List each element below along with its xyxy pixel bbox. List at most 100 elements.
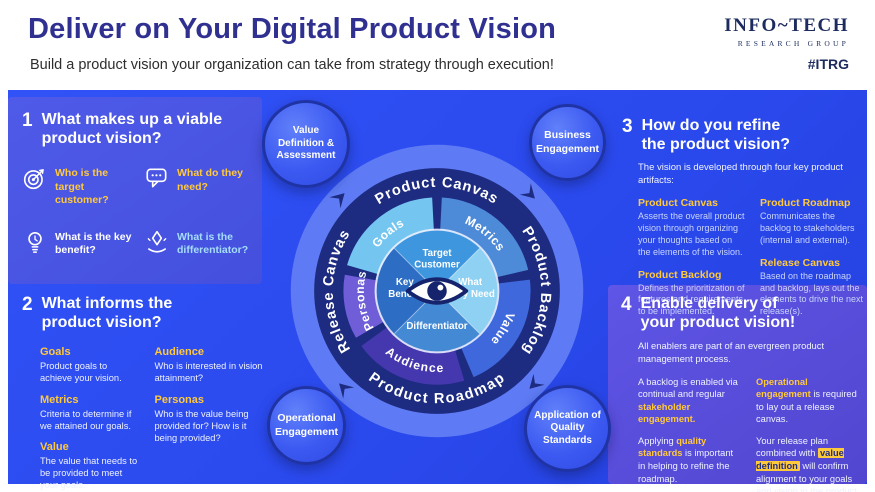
badge-label: Application of Quality Standards — [534, 409, 601, 446]
enabler-quality: Applying quality standards is important … — [638, 435, 742, 485]
vision-items: Who is the target customer? What do they… — [22, 165, 258, 257]
logo-subname: RESEARCH GROUP — [737, 39, 849, 48]
segment-goals — [347, 197, 435, 275]
artifact-product-backlog-desc: Defines the prioritization of features a… — [638, 282, 745, 317]
term-value: Value — [40, 440, 69, 453]
informs-ring — [343, 197, 531, 385]
section-4-column-2: Operational engagement is required to la… — [756, 376, 860, 492]
section1-panel — [8, 97, 262, 284]
infotech-logo: INFO~TECH RESEARCH GROUP #ITRG — [724, 15, 849, 72]
flow-arrow-icon — [339, 383, 355, 399]
badge-label: Business Engagement — [536, 129, 600, 155]
section-4-column-1: A backlog is enabled via continual and r… — [638, 376, 742, 492]
enabler-operational-post: is required to lay out a release canvas. — [756, 389, 857, 425]
hub-label-target: Target — [422, 248, 452, 259]
enabler-quality-post: is important in helping to refine the ro… — [638, 448, 734, 484]
hub-label-they-need: They Need — [445, 289, 494, 300]
artifact-product-roadmap: Product Roadmap — [760, 197, 851, 209]
section-1: 1 What makes up a viable product vision?… — [22, 110, 258, 257]
section-1-heading: What makes up a viable product vision? — [41, 111, 223, 148]
term-metrics: Metrics — [40, 393, 79, 406]
section-2-column-1: Goals Product goals to achieve your visi… — [40, 346, 138, 492]
flow-arrow-icon — [329, 193, 345, 209]
segment-audience — [361, 325, 465, 385]
term-audience: Audience — [154, 346, 204, 359]
enabler-release-pre: Your release plan combined with — [756, 435, 829, 459]
term-personas: Personas — [154, 393, 205, 406]
hub-label-benefit: Benefit — [388, 289, 422, 300]
section-2: 2 What informs the product vision? Goals… — [22, 294, 270, 492]
section-2-number: 2 — [22, 294, 33, 315]
term-value-desc: The value that needs to be provided to m… — [40, 455, 138, 490]
highlight-quality-standards: quality standards — [638, 435, 707, 459]
vision-item-differentiator: What is the differentiator? — [144, 229, 258, 257]
flow-arrow-icon — [529, 373, 545, 389]
artifact-release-canvas-desc: Based on the roadmap and backlog, lays o… — [760, 270, 864, 317]
quadrant-target-customer — [394, 230, 480, 291]
term-metrics-desc: Criteria to determine if we attained our… — [40, 408, 132, 431]
artifact-release-canvas: Release Canvas — [760, 256, 840, 269]
section-3-number: 3 — [622, 116, 633, 137]
quadrant-differentiator — [394, 291, 480, 352]
enabler-release-plan: Your release plan combined with value de… — [756, 435, 860, 492]
artifact-product-canvas-desc: Asserts the overall product vision throu… — [638, 211, 745, 257]
logo-name: INFO~TECH — [724, 15, 849, 36]
flow-arrows — [329, 183, 545, 399]
artifact-product-canvas: Product Canvas — [638, 197, 718, 209]
badge-value-definition-assessment: Value Definition & Assessment — [262, 100, 350, 188]
highlight-operational-engagement: Operational engagement — [756, 376, 811, 400]
badge-label: Operational Engagement — [275, 412, 339, 438]
section-3-intro: The vision is developed through four key… — [638, 162, 843, 187]
hub-label-what: What — [458, 277, 483, 288]
artifact-product-roadmap-desc: Communicates the backlog to stakeholders… — [760, 211, 855, 245]
artifact-product-backlog: Product Backlog — [638, 268, 722, 281]
enabler-backlog-text: A backlog is enabled via continual and r… — [638, 376, 738, 400]
section-4-intro: All enablers are part of an evergreen pr… — [638, 340, 825, 365]
enabler-quality-pre: Applying — [638, 435, 677, 446]
highlight-stakeholder-engagement: stakeholder engagement. — [638, 401, 696, 425]
vision-item-need: What do they need? — [144, 165, 258, 206]
section-3-column-2: Product Roadmap Communicates the backlog… — [760, 197, 868, 328]
segment-personas — [343, 274, 385, 338]
badge-business-engagement: Business Engagement — [529, 104, 606, 181]
page-subtitle: Build a product vision your organization… — [30, 57, 554, 73]
vision-item-target-customer: Who is the target customer? — [22, 165, 136, 206]
header: Deliver on Your Digital Product Vision B… — [0, 0, 875, 90]
section-2-heading: What informs the product vision? — [41, 295, 173, 332]
term-personas-desc: Who is the value being provided for? How… — [154, 408, 249, 443]
hub-label-customer: Customer — [414, 260, 460, 271]
hand-diamond-icon — [144, 229, 170, 255]
vision-item-label: What do they need? — [177, 167, 243, 193]
hub-label-key: Key — [396, 277, 414, 288]
speech-bubble-icon — [144, 165, 170, 191]
section-1-number: 1 — [22, 110, 33, 131]
enabler-release-post: will confirm alignment to your goals and… — [756, 461, 857, 492]
product-vision-wheel: Product Canvas Product Backlog Product R… — [290, 144, 584, 438]
segment-metrics — [439, 197, 529, 279]
section-4-number: 4 — [621, 294, 632, 315]
enabler-operational: Operational engagement is required to la… — [756, 376, 860, 426]
badge-operational-engagement: Operational Engagement — [267, 386, 346, 465]
term-audience-desc: Who is interested in vision attainment? — [154, 361, 263, 384]
section-3: 3 How do you refine the product vision? … — [622, 116, 870, 328]
vision-item-key-benefit: What is the key benefit? — [22, 229, 136, 257]
hub-label-differentiator: Differentiator — [406, 321, 467, 332]
badge-label: Value Definition & Assessment — [276, 125, 336, 162]
section-2-column-2: Audience Who is interested in vision att… — [154, 346, 270, 492]
section-4: 4 Enable delivery of your product vision… — [621, 294, 869, 492]
term-goals-desc: Product goals to achieve your vision. — [40, 361, 122, 384]
section-3-heading: How do you refine the product vision? — [641, 117, 791, 154]
badge-application-quality-standards: Application of Quality Standards — [524, 385, 611, 472]
target-icon — [22, 165, 48, 191]
term-goals: Goals — [40, 346, 71, 359]
eye-icon — [405, 277, 469, 305]
vision-hub: Target Customer What They Need Different… — [374, 228, 500, 354]
lightbulb-icon — [22, 229, 48, 255]
section-4-heading: Enable delivery of your product vision! — [640, 295, 796, 332]
vision-item-label: Who is the target customer? — [55, 167, 109, 206]
flow-arrow-icon — [519, 183, 535, 199]
logo-hashtag: #ITRG — [807, 56, 849, 72]
vision-item-label: What is the differentiator? — [177, 230, 249, 256]
section-3-column-1: Product Canvas Asserts the overall produ… — [638, 197, 746, 328]
